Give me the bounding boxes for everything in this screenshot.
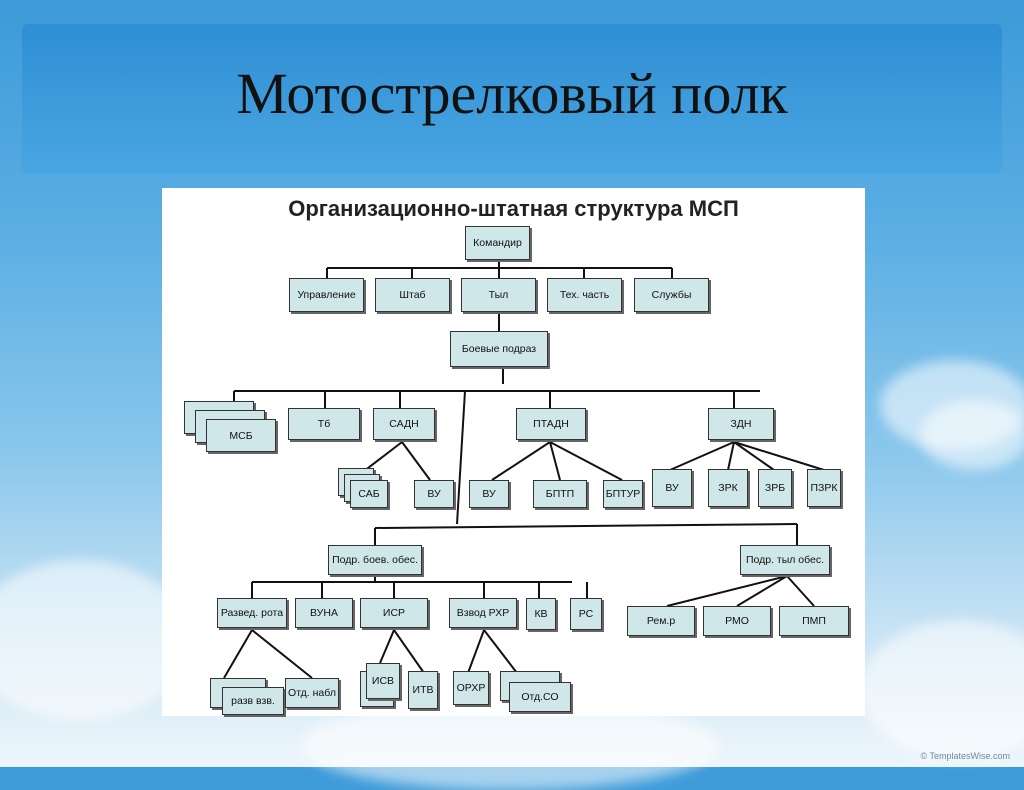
node-pzrk: ПЗРК: [807, 469, 841, 507]
node-zrk: ЗРК: [708, 469, 748, 507]
node-itv: ИТВ: [408, 671, 438, 709]
node-otd-so: Отд.СО: [509, 682, 571, 712]
cloud: [0, 560, 190, 720]
node-isv: ИСВ: [366, 663, 400, 699]
node-podr-boev: Подр. боев. обес.: [328, 545, 422, 575]
node-msb: МСБ: [206, 419, 276, 452]
node-tech: Тех. часть: [547, 278, 622, 312]
node-tyl: Тыл: [461, 278, 536, 312]
node-sluzhby: Службы: [634, 278, 709, 312]
node-rs: РС: [570, 598, 602, 630]
node-vu-sadn: ВУ: [414, 480, 454, 508]
node-isr: ИСР: [360, 598, 428, 628]
node-vu-zdn: ВУ: [652, 469, 692, 507]
connector-lines: [223, 258, 825, 679]
node-razved: Развед. рота: [217, 598, 287, 628]
node-komandir: Командир: [465, 226, 530, 260]
node-rmo: РМО: [703, 606, 771, 636]
node-rem: Рем.р: [627, 606, 695, 636]
node-vzvod-rhr: Взвод РХР: [449, 598, 517, 628]
node-podr-tyl: Подр. тыл обес.: [740, 545, 830, 575]
node-ptadn: ПТАДН: [516, 408, 586, 440]
node-upravlenie: Управление: [289, 278, 364, 312]
node-orhr: ОРХР: [453, 671, 489, 705]
node-sadn: САДН: [373, 408, 435, 440]
node-razv-vzv: разв взв.: [222, 687, 284, 715]
node-vu-ptadn: ВУ: [469, 480, 509, 508]
title-bar: [22, 24, 1002, 174]
node-zdn: ЗДН: [708, 408, 774, 440]
org-chart-panel: Организационно-штатная структура МСП: [162, 188, 865, 716]
cloud: [920, 400, 1024, 470]
node-bptur: БПТУР: [603, 480, 643, 508]
node-kv: КВ: [526, 598, 556, 630]
node-pmp: ПМП: [779, 606, 849, 636]
footer-credit: © TemplatesWise.com: [920, 751, 1011, 761]
node-zrb: ЗРБ: [758, 469, 792, 507]
node-vuna: ВУНА: [295, 598, 353, 628]
node-boevye: Боевые подраз: [450, 331, 548, 367]
node-tb: Тб: [288, 408, 360, 440]
node-sab: САБ: [350, 480, 388, 508]
node-shtab: Штаб: [375, 278, 450, 312]
cloud: [860, 620, 1024, 760]
node-bptp: БПТП: [533, 480, 587, 508]
panel-title: Организационно-штатная структура МСП: [288, 196, 739, 221]
node-otd-nabl: Отд. набл: [285, 678, 339, 708]
slide-title: Мотострелковый полк: [236, 61, 788, 126]
